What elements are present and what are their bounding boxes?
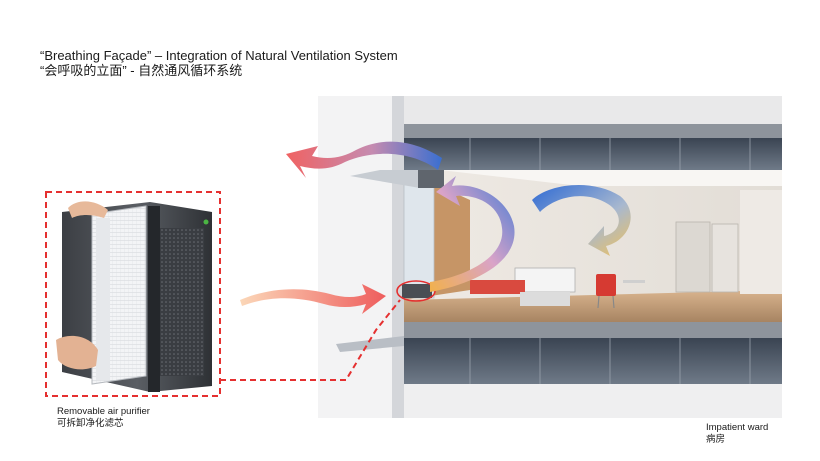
sill-purifier bbox=[402, 284, 432, 298]
purifier-label-english: Removable air purifier bbox=[57, 406, 150, 417]
purifier-frame bbox=[148, 206, 160, 392]
ward-label-chinese: 病房 bbox=[706, 434, 726, 445]
bed-base bbox=[520, 292, 570, 306]
purifier-label-chinese: 可拆卸净化滤芯 bbox=[57, 418, 124, 429]
exhaust-arrow bbox=[286, 141, 442, 178]
upper-vent bbox=[418, 170, 444, 188]
hand-top bbox=[68, 201, 108, 218]
lower-shading-fin bbox=[336, 336, 404, 352]
upper-slab bbox=[404, 124, 782, 138]
upper-room bbox=[404, 96, 782, 128]
ward-floor bbox=[404, 290, 782, 322]
callout-leader-line bbox=[220, 299, 401, 381]
wardrobe bbox=[675, 221, 711, 293]
purifier-caption: Removable air purifier 可拆卸净化滤芯 bbox=[57, 406, 150, 430]
hand-bottom bbox=[56, 335, 98, 370]
ward-window bbox=[403, 179, 435, 299]
lower-glass-band bbox=[404, 338, 782, 384]
purifier-callout bbox=[45, 191, 401, 397]
lower-slab bbox=[404, 322, 782, 338]
red-chair bbox=[596, 274, 616, 296]
side-table bbox=[623, 280, 645, 283]
ward-ceiling bbox=[440, 170, 782, 186]
title-english: “Breathing Façade” – Integration of Natu… bbox=[40, 48, 398, 63]
title-chinese: “会呼吸的立面” - 自然通风循环系统 bbox=[40, 63, 243, 78]
ward-label-english: Impatient ward bbox=[706, 422, 769, 433]
intake-arrow bbox=[240, 284, 386, 314]
upper-shading-fin bbox=[350, 170, 430, 188]
ward-door bbox=[711, 223, 739, 293]
bed-blanket bbox=[470, 280, 525, 294]
ward-caption: Impatient ward 病房 bbox=[706, 422, 768, 446]
upper-glass-band bbox=[404, 138, 782, 170]
airflow-arrows bbox=[240, 141, 631, 314]
lower-glass-mullions bbox=[469, 338, 751, 384]
purifier-callout-box bbox=[45, 191, 221, 397]
circulation-arrow bbox=[532, 184, 631, 256]
lower-room bbox=[404, 384, 782, 418]
upper-glass-mullions bbox=[469, 138, 751, 170]
diagram-title: “Breathing Façade” – Integration of Natu… bbox=[40, 48, 398, 78]
purifier-photo bbox=[56, 201, 212, 392]
power-indicator bbox=[203, 219, 209, 225]
filter-edge bbox=[96, 218, 110, 380]
purifier-perforated-panel bbox=[160, 228, 204, 376]
corridor-wall bbox=[740, 190, 782, 294]
rising-arrow bbox=[430, 176, 515, 292]
